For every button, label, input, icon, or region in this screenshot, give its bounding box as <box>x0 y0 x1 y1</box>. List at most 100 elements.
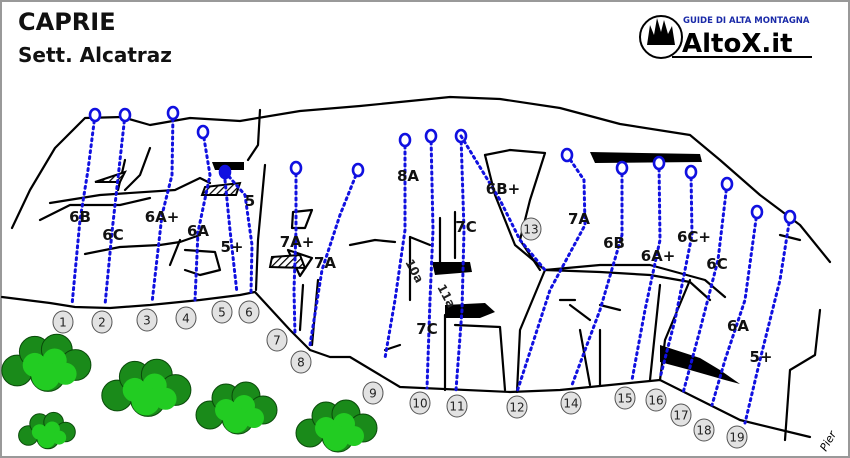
route-number-badge <box>520 217 542 241</box>
route-grade: 6B+ <box>486 180 520 198</box>
route-12[interactable]: 7A 12 <box>506 147 590 419</box>
route-grade: 6C <box>706 255 727 273</box>
anchor-icon <box>196 124 210 140</box>
route-8[interactable]: 7A8 <box>290 162 365 374</box>
route-line[interactable] <box>70 113 97 307</box>
route-line[interactable] <box>103 113 127 307</box>
rock-line <box>38 196 152 222</box>
route-grade: 6A+ <box>145 208 180 226</box>
route-line[interactable] <box>681 182 729 395</box>
route-7[interactable]: 7A+ 7 <box>266 160 315 352</box>
rock-line <box>348 238 397 247</box>
route-line[interactable] <box>710 210 759 407</box>
rock-line <box>168 238 182 267</box>
route-number-badge <box>446 394 468 418</box>
sector-title: Sett. Alcatraz <box>18 43 172 67</box>
route-number: 3 <box>143 314 151 328</box>
route-line[interactable] <box>383 138 407 360</box>
route-16[interactable]: 6C+ 16 <box>645 164 711 412</box>
route-line[interactable] <box>743 215 792 425</box>
anchor-icon <box>750 204 764 220</box>
route-17[interactable]: 6C 17 <box>670 176 734 427</box>
route-15[interactable]: 6A+ 15 <box>614 155 676 410</box>
roof-overhang <box>590 152 702 163</box>
anchor-icon <box>398 132 412 148</box>
route-4[interactable]: 6A4 <box>175 124 212 330</box>
rock-line <box>246 108 262 162</box>
route-number: 7 <box>273 334 281 348</box>
rock-line <box>543 268 712 302</box>
route-number-badge <box>614 386 636 410</box>
route-line[interactable] <box>308 168 360 347</box>
route-grade: 6A <box>187 222 209 240</box>
route-number: 19 <box>729 431 744 445</box>
route-number-badge <box>409 391 431 415</box>
route-13[interactable]: 6B+13 <box>459 134 547 272</box>
route-number: 15 <box>617 392 632 406</box>
route-line[interactable] <box>193 130 212 302</box>
route-number-badge <box>670 403 692 427</box>
route-grade: 7C <box>416 320 437 338</box>
route-grade: 5+ <box>220 238 243 256</box>
route-line[interactable] <box>459 134 547 272</box>
rock-line <box>783 308 822 442</box>
route-line[interactable] <box>570 166 624 387</box>
route-9[interactable]: 8A9 <box>362 132 419 405</box>
route-number-badge <box>136 308 158 332</box>
route-1[interactable]: 6B1 <box>52 107 102 334</box>
anchor-icon <box>351 162 365 178</box>
rock-line <box>483 153 547 272</box>
route-number: 6 <box>245 306 253 320</box>
route-3[interactable]: 6A+ 3 <box>136 105 180 332</box>
anchor-icon <box>166 105 180 121</box>
route-line[interactable] <box>292 166 298 337</box>
route-grade: 7A+ <box>280 233 315 251</box>
route-number: 2 <box>98 316 106 330</box>
route-number: 12 <box>509 401 524 415</box>
route-grade: 7A <box>314 254 336 272</box>
logo-mountain-icon <box>647 18 675 45</box>
route-19[interactable]: 5+19 <box>726 209 797 449</box>
anchor-icon <box>560 147 574 163</box>
route-number-badge <box>52 310 74 334</box>
route-number-badge <box>266 328 288 352</box>
rock-line <box>578 328 592 387</box>
rock-line <box>254 163 267 292</box>
route-line[interactable] <box>630 161 662 382</box>
rock-line <box>598 303 622 312</box>
route-line[interactable] <box>425 134 435 390</box>
route-line[interactable] <box>454 134 466 392</box>
route-number-badge <box>290 350 312 374</box>
route-grade: 6C <box>102 226 123 244</box>
route-line[interactable] <box>223 178 239 295</box>
bush <box>101 358 192 417</box>
route-number-badge <box>91 310 113 334</box>
route-line[interactable] <box>150 111 175 305</box>
routes: 6B16C26A+36A45+5567A+77A88A97C107C117A12… <box>52 105 797 449</box>
route-grade: 6B <box>603 234 625 252</box>
route-5[interactable]: 5+ 5 <box>211 178 244 324</box>
anchor-icon <box>88 107 102 123</box>
route-number: 18 <box>696 424 711 438</box>
anchor-icon <box>652 155 666 171</box>
route-number: 11 <box>449 400 464 414</box>
route-line[interactable] <box>658 170 694 380</box>
route-number-badge <box>506 395 528 419</box>
route-number: 5 <box>218 306 226 320</box>
route-grade: 7A <box>568 210 590 228</box>
route-number: 17 <box>673 409 688 423</box>
route-grade: 8A <box>397 167 419 185</box>
route-grade: 6A+ <box>641 247 676 265</box>
route-number: 16 <box>648 394 663 408</box>
roof-overhang <box>445 303 495 318</box>
route-grade: 6C+ <box>677 228 711 246</box>
route-2[interactable]: 6C 2 <box>91 107 132 334</box>
bushes <box>1 333 378 453</box>
route-line[interactable] <box>515 153 587 394</box>
route-line[interactable] <box>223 170 254 294</box>
rock-line <box>778 233 802 242</box>
